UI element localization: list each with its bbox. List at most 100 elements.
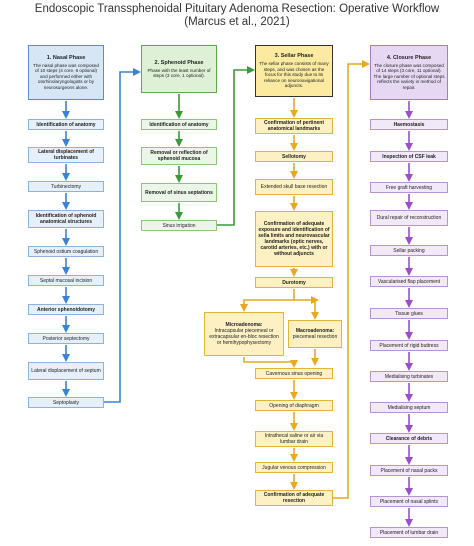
step-label: Inspection of CSF leak xyxy=(382,153,436,160)
step-label: Placement of nasal splints xyxy=(379,498,439,505)
step-label: Vascularised flap placement xyxy=(377,278,441,285)
sphenoid-arrows xyxy=(175,66,255,226)
step-label: Jugular venous compression xyxy=(262,464,326,471)
step-label: Opening of diaphragm xyxy=(269,402,319,409)
microadenoma-title: Microadenoma: xyxy=(225,322,263,328)
nasal-step: Posterior septectomy xyxy=(28,333,104,344)
sellar-step: Confirmation of pertinent anatomical lan… xyxy=(255,118,333,134)
step-label: Confirmation of adequate exposure and id… xyxy=(258,221,330,257)
sellar-step: Jugular venous compression xyxy=(255,462,333,473)
microadenoma-text: Intracapsular piecemeal or extracapsular… xyxy=(209,328,279,346)
sellar-step: Extended skull base resection xyxy=(255,179,333,195)
sphenoid-step: Identification of anatomy xyxy=(141,119,217,130)
nasal-arrows xyxy=(62,68,141,403)
step-label: Sellotomy xyxy=(282,153,306,160)
step-label: Confirmation of adequate resection xyxy=(263,492,325,504)
nasal-phase-desc: The nasal phase was composed of 10 steps… xyxy=(33,62,99,90)
nasal-step: Anterior sphenoidotomy xyxy=(28,304,104,315)
closure-step: Dural repair of reconstruction xyxy=(370,210,448,226)
sphenoid-step: Removal or reflection of sphenoid mucosa xyxy=(141,147,217,165)
sphenoid-phase-title: 2. Sphenoid Phase xyxy=(154,59,204,66)
step-label: Sellar packing xyxy=(393,247,425,254)
nasal-step: Sphenoid ostium coagulation xyxy=(28,246,104,257)
closure-step: Placement of nasal packs xyxy=(370,465,448,476)
sellar-step: Sellotomy xyxy=(255,151,333,162)
nasal-step: Lateral displacement of septum xyxy=(28,362,104,380)
closure-step: Inspection of CSF leak xyxy=(370,151,448,162)
step-label: Tissue glues xyxy=(395,310,423,317)
step-label: Cavernous sinus opening xyxy=(265,370,323,377)
step-label: Anterior sphenoidotomy xyxy=(36,306,96,313)
microadenoma-box: Microadenoma: Intracapsular piecemeal or… xyxy=(204,312,284,356)
sellar-step: Intrathecal saline or air via lumbar dra… xyxy=(255,431,333,447)
closure-step: Placement of nasal splints xyxy=(370,496,448,507)
nasal-phase-header: 1. Nasal Phase The nasal phase was compo… xyxy=(28,45,104,100)
nasal-step: Identification of sphenoid anatomical st… xyxy=(28,210,104,228)
closure-step: Sellar packing xyxy=(370,245,448,256)
step-label: Placement of nasal packs xyxy=(380,467,438,474)
macroadenoma-title: Macroadenoma: xyxy=(295,328,335,334)
closure-step: Medialising septum xyxy=(370,402,448,413)
closure-step: Medialising turbinates xyxy=(370,371,448,382)
sellar-phase-title: 3. Sellar Phase xyxy=(274,53,314,60)
step-label: Identification of anatomy xyxy=(149,121,209,128)
step-label: Confirmation of pertinent anatomical lan… xyxy=(264,120,324,132)
macroadenoma-box: Macroadenoma: piecemeal resection xyxy=(288,320,342,348)
step-label: Septoplasty xyxy=(52,399,80,406)
sphenoid-step: Sinus irrigation xyxy=(141,220,217,231)
step-label: Turbinectomy xyxy=(50,183,82,190)
step-label: Sinus irrigation xyxy=(162,222,196,229)
step-label: Medialising septum xyxy=(387,404,431,411)
closure-step: Placement of lumbar drain xyxy=(370,527,448,538)
step-label: Placement of rigid buttress xyxy=(379,342,439,349)
step-label: Identification of sphenoid anatomical st… xyxy=(35,213,97,225)
macroadenoma-text: piecemeal resection xyxy=(292,334,338,340)
nasal-step: Identification of anatomy xyxy=(28,119,104,130)
sellar-arrows xyxy=(240,60,370,499)
step-label: Placement of lumbar drain xyxy=(379,529,439,536)
step-label: Intrathecal saline or air via lumbar dra… xyxy=(264,433,324,445)
step-label: Free graft harvesting xyxy=(385,184,433,191)
nasal-step: Septoplasty xyxy=(28,397,104,408)
step-label: Lateral displacement of turbinates xyxy=(38,149,94,161)
step-label: Removal of sinus septations xyxy=(145,189,213,196)
closure-step: Free graft harvesting xyxy=(370,182,448,193)
closure-step: Placement of rigid buttress xyxy=(370,340,448,351)
closure-phase-header: 4. Closure Phase The closure phase was c… xyxy=(370,45,448,100)
sellar-step: Confirmation of adequate resection xyxy=(255,490,333,506)
step-label: Posterior septectomy xyxy=(42,335,90,342)
step-label: Lateral displacement of septum xyxy=(31,368,101,374)
step-label: Durotomy xyxy=(282,279,306,286)
sphenoid-step: Removal of sinus septations xyxy=(141,183,217,202)
nasal-phase-title: 1. Nasal Phase xyxy=(46,54,86,61)
sphenoid-phase-desc: Phase with the least number of steps (3 … xyxy=(147,67,211,78)
nasal-step: Lateral displacement of turbinates xyxy=(28,147,104,163)
step-label: Clearance of debris xyxy=(385,435,433,442)
step-label: Medialising turbinates xyxy=(384,373,434,380)
step-label: Removal or reflection of sphenoid mucosa xyxy=(150,150,208,162)
sellar-step: Cavernous sinus opening xyxy=(255,368,333,379)
sellar-phase-desc: The sellar phase consists of many steps,… xyxy=(259,61,329,89)
sphenoid-phase-header: 2. Sphenoid Phase Phase with the least n… xyxy=(141,45,217,93)
step-label: Sphenoid ostium coagulation xyxy=(33,248,99,255)
step-label: Septal mucosal incision xyxy=(39,277,93,284)
closure-step: Clearance of debris xyxy=(370,433,448,444)
diagram-title: Endoscopic Transsphenoidal Pituitary Ade… xyxy=(0,3,474,29)
step-label: Extended skull base resection xyxy=(260,184,328,190)
closure-step: Tissue glues xyxy=(370,308,448,319)
sellar-step: Durotomy xyxy=(255,277,333,288)
closure-phase-desc: The closure phase was composed of 14 ste… xyxy=(373,62,445,90)
step-label: Identification of anatomy xyxy=(36,121,96,128)
subtitle-text: (Marcus et al., 2021) xyxy=(184,16,290,28)
sellar-step: Confirmation of adequate exposure and id… xyxy=(255,211,333,267)
closure-step: Haemostasis xyxy=(370,119,448,130)
sellar-step: Opening of diaphragm xyxy=(255,400,333,411)
step-label: Haemostasis xyxy=(393,121,425,128)
sellar-phase-header: 3. Sellar Phase The sellar phase consist… xyxy=(255,45,333,97)
step-label: Dural repair of reconstruction xyxy=(376,215,442,221)
nasal-step: Turbinectomy xyxy=(28,181,104,192)
closure-step: Vascularised flap placement xyxy=(370,276,448,287)
title-text: Endoscopic Transsphenoidal Pituitary Ade… xyxy=(34,3,440,15)
closure-phase-title: 4. Closure Phase xyxy=(386,54,432,61)
